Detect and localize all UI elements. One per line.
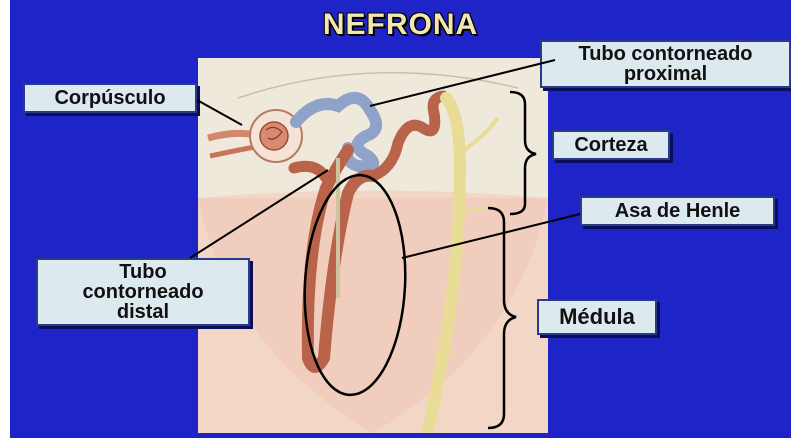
label-tubo-contorneado-proximal: Tubo contorneado proximal [540, 40, 791, 88]
label-corpusculo: Corpúsculo [23, 83, 197, 113]
label-corpusculo-text: Corpúsculo [54, 88, 165, 108]
label-henle-text: Asa de Henle [615, 201, 741, 221]
label-proximal-line1: Tubo contorneado [578, 44, 752, 64]
label-proximal-line2: proximal [624, 64, 707, 84]
label-distal-line3: distal [117, 302, 169, 322]
label-corteza-text: Corteza [574, 135, 647, 155]
label-tubo-contorneado-distal: Tubo contorneado distal [36, 258, 250, 326]
label-distal-line2: contorneado [82, 282, 203, 302]
slide: NEFRONA Corpúsculo Tubo contorneado prox… [10, 0, 791, 438]
label-medula-text: Médula [559, 306, 635, 328]
nephron-illustration [198, 58, 548, 433]
label-medula: Médula [537, 299, 657, 335]
label-corteza: Corteza [552, 130, 670, 160]
label-asa-de-henle: Asa de Henle [580, 196, 775, 226]
glomerulus [260, 122, 288, 150]
slide-title: NEFRONA [10, 8, 791, 42]
label-distal-line1: Tubo [119, 262, 166, 282]
